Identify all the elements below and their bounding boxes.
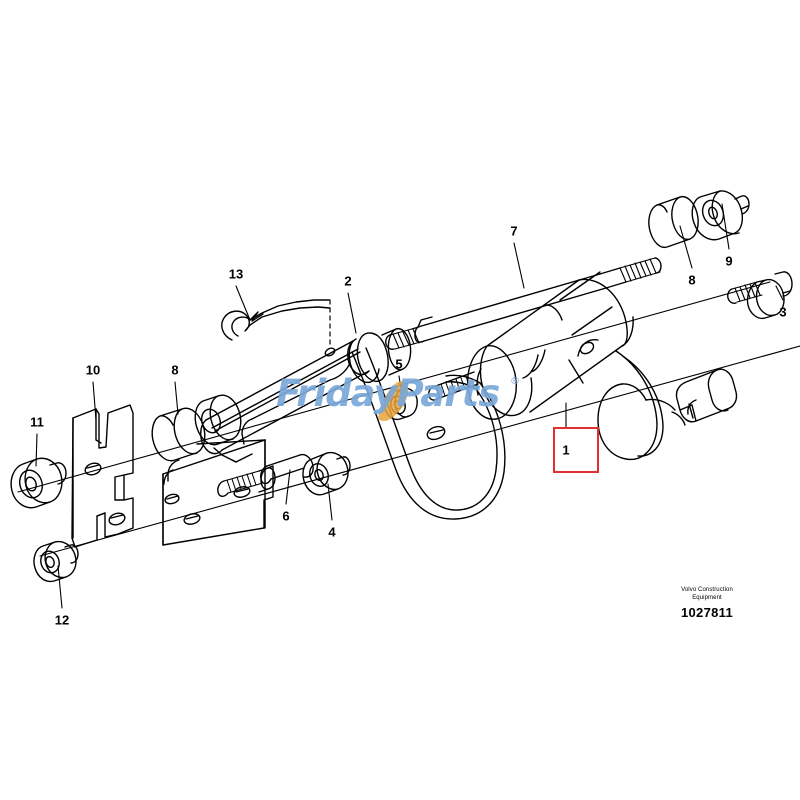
leader-line-threaded-rod bbox=[513, 242, 525, 289]
leader-line-cotter-pin bbox=[235, 285, 251, 321]
callout-label-flange-nut-upper: 11 bbox=[30, 414, 44, 430]
leader-line-tube-body bbox=[347, 292, 357, 334]
brand-footer: Volvo Construction Equipment 1027811 bbox=[652, 586, 762, 620]
part-4-flange-nut bbox=[302, 451, 351, 496]
callout-label-hex-bolt: 3 bbox=[779, 304, 787, 320]
part-1-electric-motor bbox=[428, 271, 738, 461]
part-9-washer bbox=[691, 190, 750, 241]
part-12-flange-nut bbox=[33, 540, 79, 583]
highlight-box-part-1[interactable] bbox=[553, 427, 599, 473]
callout-label-flange-nut-lower: 12 bbox=[54, 612, 70, 628]
callout-label-threaded-rod: 7 bbox=[510, 223, 518, 239]
callout-label-flange-nut-mid: 4 bbox=[328, 524, 336, 540]
callout-label-cotter-pin: 13 bbox=[228, 266, 244, 282]
callout-label-washer: 9 bbox=[725, 253, 733, 269]
bushing-ring-secondary bbox=[194, 394, 242, 446]
part-6-shoulder-bolt bbox=[217, 453, 314, 497]
part-8-bushing-lower bbox=[151, 407, 206, 462]
callout-label-nut-small: 5 bbox=[395, 356, 403, 372]
callout-label-bushing-upper: 8 bbox=[688, 272, 696, 288]
callout-label-tube-body: 2 bbox=[344, 273, 352, 289]
leader-line-flange-nut-lower bbox=[57, 565, 63, 609]
leader-line-flange-nut-upper bbox=[35, 433, 38, 467]
callout-label-mounting-bracket: 10 bbox=[85, 362, 101, 378]
brand-line-2: Equipment bbox=[692, 595, 722, 602]
part-10-mounting-bracket bbox=[71, 404, 134, 548]
part-7-threaded-rod bbox=[385, 257, 662, 350]
part-11-flange-nut bbox=[10, 457, 67, 509]
callout-label-bushing-lower: 8 bbox=[171, 362, 179, 378]
brand-line-1: Volvo Construction bbox=[681, 587, 733, 593]
leader-line-bushing-lower bbox=[174, 381, 179, 415]
leader-line-flange-nut-mid bbox=[327, 483, 333, 521]
leader-line-hex-bolt bbox=[775, 285, 784, 301]
part-8-bushing-upper bbox=[648, 195, 699, 249]
leader-line-washer bbox=[721, 203, 730, 250]
part-2-tube-body bbox=[200, 327, 412, 463]
leader-line-shoulder-bolt bbox=[285, 469, 291, 505]
part-13-cotter-pin bbox=[221, 299, 331, 341]
leader-line-bushing-upper bbox=[679, 225, 693, 269]
highlight-label-part-1: 1 bbox=[562, 442, 570, 458]
leader-line-mounting-bracket bbox=[92, 381, 97, 421]
callout-label-shoulder-bolt: 6 bbox=[282, 508, 290, 524]
part-3-hex-bolt bbox=[727, 271, 793, 320]
drawing-number: 1027811 bbox=[681, 605, 733, 621]
part-5-nut bbox=[384, 387, 418, 421]
callout-leader-lines bbox=[35, 203, 784, 609]
